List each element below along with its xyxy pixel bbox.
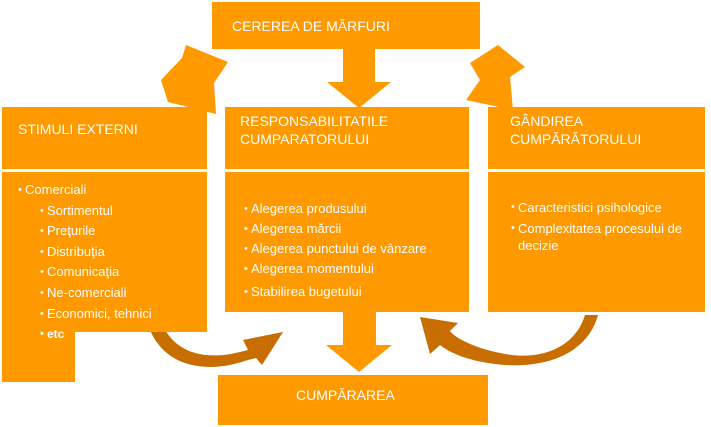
demand-box: CEREREA DE MĂRFURI xyxy=(212,2,480,49)
buyer-thinking-title-line2: CUMPĂRĂTORULUI xyxy=(510,131,642,147)
curved-arrow-left xyxy=(150,318,283,367)
external-stimuli-title: STIMULI EXTERNI xyxy=(18,121,138,137)
external-stimuli-item: Sortimentul xyxy=(40,201,152,222)
purchase-box-title: CUMPĂRAREA xyxy=(296,387,395,403)
responsibilities-title-line1: RESPONSABILITATILE xyxy=(240,113,389,129)
buyer-thinking-item: Complexitatea procesului de decizie xyxy=(511,220,688,254)
purchase-box: CUMPĂRAREA xyxy=(218,375,488,425)
buyer-thinking-list: Caracteristici psihologiceComplexitatea … xyxy=(511,199,688,258)
responsibility-item: Stabilirea bugetului xyxy=(244,282,427,302)
buyer-thinking-header: GÂNDIREA CUMPĂRĂTORULUI xyxy=(488,107,705,169)
responsibility-item: Alegerea momentului xyxy=(244,259,427,279)
external-stimuli-list: ComercialiSortimentulPreţurileDistribuţi… xyxy=(18,180,152,345)
arrow-top-right xyxy=(466,45,525,110)
responsibility-item: Alegerea punctului de vânzare xyxy=(244,239,427,259)
buyer-thinking-title-line1: GÂNDIREA xyxy=(510,113,584,129)
responsibility-item: Alegerea mărcii xyxy=(244,219,427,239)
arrow-top-left xyxy=(161,45,228,114)
external-stimuli-item: Preţurile xyxy=(40,221,152,242)
curved-arrow-right xyxy=(420,315,598,366)
responsibilities-list: Alegerea produsuluiAlegerea mărciiAleger… xyxy=(244,199,427,302)
responsibilities-header: RESPONSABILITATILE CUMPARATORULUI xyxy=(225,107,469,169)
buyer-thinking-item: Caracteristici psihologice xyxy=(511,199,688,216)
responsibilities-title-line2: CUMPARATORULUI xyxy=(240,131,370,147)
external-stimuli-item: Comunicaţia xyxy=(40,262,152,283)
demand-box-title: CEREREA DE MĂRFURI xyxy=(232,18,390,34)
arrow-top-center xyxy=(327,49,391,108)
external-stimuli-item: Economici, tehnici xyxy=(40,304,152,325)
external-stimuli-item: etc xyxy=(40,324,152,345)
arrow-bottom-center xyxy=(326,312,392,372)
external-stimuli-item: Distribuţia xyxy=(40,242,152,263)
external-stimuli-item: Ne-comerciali xyxy=(40,283,152,304)
responsibility-item: Alegerea produsului xyxy=(244,199,427,219)
external-stimuli-header: STIMULI EXTERNI xyxy=(2,107,207,169)
external-stimuli-item: Comerciali xyxy=(18,180,152,201)
